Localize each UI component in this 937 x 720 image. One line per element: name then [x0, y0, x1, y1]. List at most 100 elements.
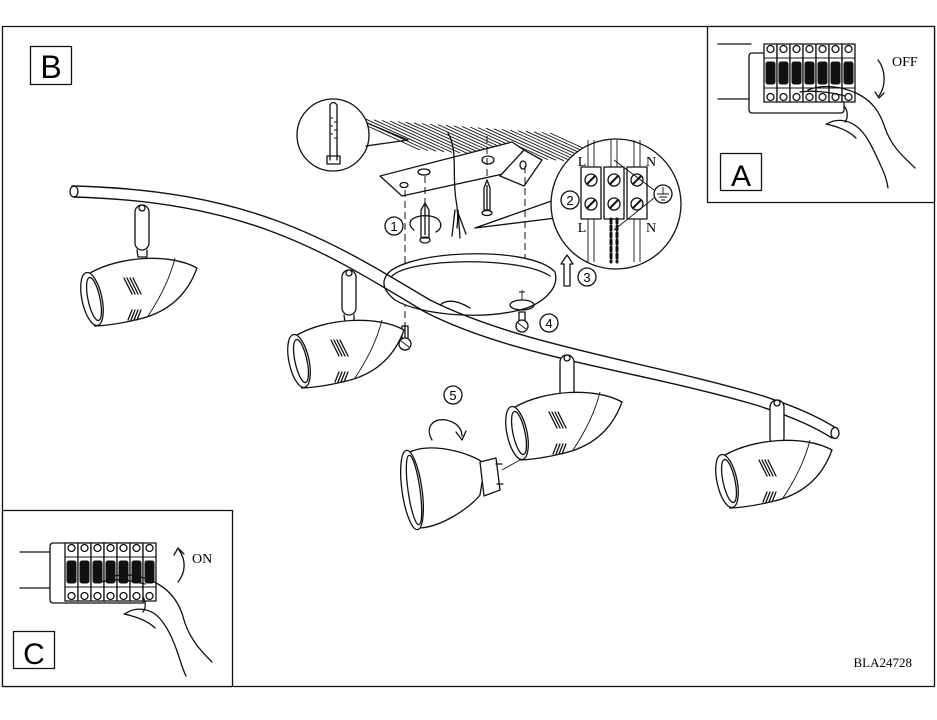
spotlight-body — [296, 319, 405, 389]
breaker-lever — [791, 61, 802, 85]
breaker-module — [90, 542, 105, 602]
breaker-module — [763, 43, 778, 103]
hand-icon — [100, 574, 213, 677]
terminal-screw-icon — [93, 543, 102, 553]
hatch-line — [501, 128, 573, 162]
terminal-screw-icon — [779, 92, 788, 102]
terminal-screw-icon — [119, 543, 128, 553]
mounting-bracket — [379, 141, 543, 197]
vent-slot — [133, 309, 139, 321]
terminal — [603, 140, 625, 264]
document-code: BLA24728 — [854, 655, 913, 670]
vent-slot — [768, 491, 774, 503]
terminal-screw-icon — [844, 92, 853, 102]
vent-slot — [761, 459, 771, 477]
terminal-screw-icon — [132, 543, 141, 553]
hatch-line — [509, 129, 581, 163]
hatch-line — [413, 122, 485, 156]
terminal — [626, 140, 648, 262]
panel-label-c: C — [23, 638, 45, 671]
spotlight — [80, 204, 198, 327]
terminal-screw-icon — [844, 44, 853, 54]
vent-slot — [334, 371, 340, 383]
terminal-screw-icon — [106, 591, 115, 601]
breaker-module — [815, 43, 830, 103]
spotlight — [715, 399, 833, 509]
arrow-up-icon — [560, 254, 574, 287]
terminal-label-l-top: L — [578, 155, 587, 170]
terminal-screw-icon — [145, 543, 154, 553]
terminal-screw-icon — [80, 591, 89, 601]
terminal-block — [580, 140, 655, 264]
breaker-lever — [843, 61, 854, 85]
terminal-screw-icon — [818, 44, 827, 54]
rotate-arrow-icon — [409, 215, 442, 233]
bar-end-cap — [830, 426, 840, 440]
breaker-module — [129, 542, 144, 602]
breaker-lever — [778, 61, 789, 85]
gu10-bulb-icon — [399, 447, 521, 531]
terminal-screw-icon — [106, 543, 115, 553]
earth-wire — [609, 217, 619, 264]
terminal-screw-icon — [792, 92, 801, 102]
terminal-screw-icon — [805, 44, 814, 54]
terminal-screw-icon — [766, 44, 775, 54]
wire-top — [633, 140, 641, 167]
vent-slot — [764, 459, 774, 477]
step-number-1: 1 — [390, 219, 397, 234]
vent-slot — [123, 277, 133, 295]
breaker-lever — [144, 560, 155, 584]
spotlight-stem — [769, 399, 785, 446]
breaker-lever — [131, 560, 142, 584]
breaker-module — [116, 542, 131, 602]
vent-slot — [767, 459, 777, 477]
vent-slot — [561, 443, 567, 455]
wire-bottom — [587, 219, 595, 262]
vent-slot — [339, 339, 349, 357]
off-label: OFF — [892, 55, 918, 70]
breaker-module — [841, 43, 856, 103]
spotlight-stem — [341, 269, 357, 316]
arrow-down-icon — [877, 59, 885, 97]
hatch-line — [485, 127, 557, 161]
wall-plug-icon — [326, 101, 341, 165]
hatch-line — [373, 119, 445, 153]
spotlight-stem — [134, 204, 150, 251]
vent-slot — [127, 309, 133, 321]
screw-icon — [483, 179, 491, 211]
earth-link — [613, 159, 655, 231]
hatch-line — [493, 128, 565, 162]
vent-slot — [340, 371, 346, 383]
vent-slot — [132, 277, 142, 295]
vent-slot — [333, 339, 343, 357]
wall-plug-detail — [296, 98, 409, 172]
breaker-module — [77, 542, 92, 602]
breaker-module — [802, 43, 817, 103]
wire-bottom — [633, 219, 641, 262]
vent-slot — [554, 411, 564, 429]
main-frame-border — [1, 25, 936, 688]
spotlight — [287, 269, 405, 389]
terminal-screw-icon — [132, 591, 141, 601]
rotate-arrow-icon — [428, 419, 463, 441]
terminal-screw-icon — [67, 543, 76, 553]
terminal-screw-icon — [831, 44, 840, 54]
vent-slot — [126, 277, 136, 295]
terminal — [580, 140, 602, 262]
terminal-label-n-bottom: N — [646, 221, 656, 236]
bar-end-cap — [69, 185, 79, 198]
vent-slot — [552, 443, 558, 455]
vent-slot — [548, 411, 558, 429]
terminal-screw-icon — [779, 44, 788, 54]
vent-slot — [343, 371, 349, 383]
spotlight-body — [724, 439, 833, 509]
power-cable — [447, 132, 459, 229]
step-4-screws: 4 — [398, 290, 559, 351]
breaker-lever — [79, 560, 90, 584]
hand-icon — [799, 85, 916, 189]
hatch-line — [397, 121, 469, 155]
panel-c-switch-on: ON C — [1, 509, 234, 688]
terminal-screw-icon — [766, 92, 775, 102]
step-1-screw: 1 — [384, 202, 442, 244]
vent-slot — [557, 411, 567, 429]
